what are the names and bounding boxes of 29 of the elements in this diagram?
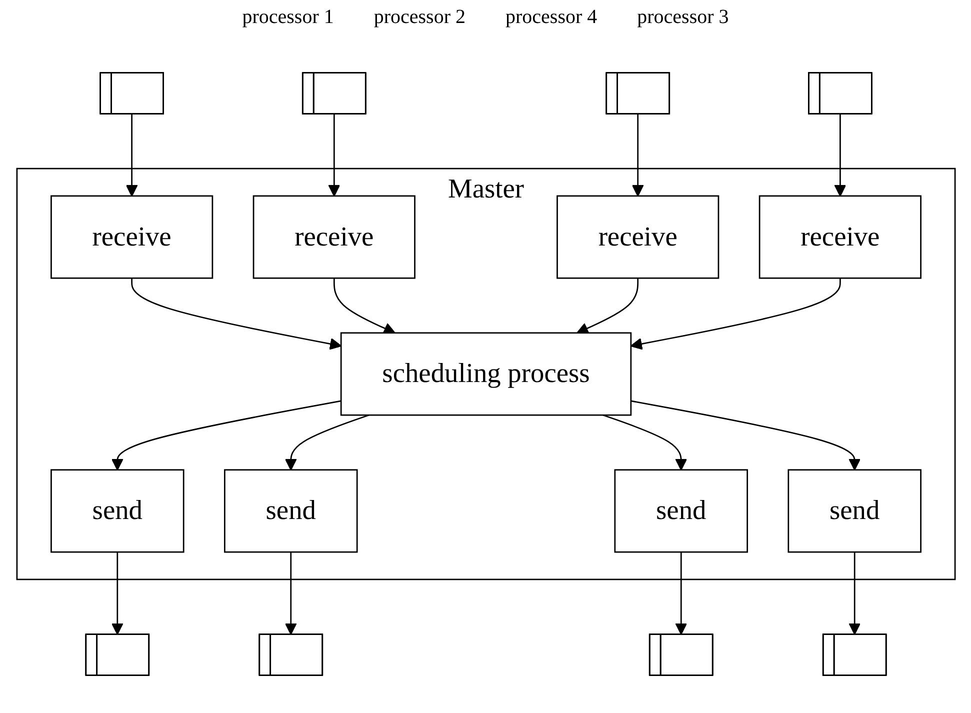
arrow bbox=[130, 278, 342, 350]
processor-label: processor 4 bbox=[506, 6, 598, 29]
processor-label: processor 1 bbox=[242, 6, 334, 29]
node-box: receive bbox=[758, 195, 921, 279]
arrow bbox=[834, 114, 846, 196]
node-box: receive bbox=[252, 195, 415, 279]
arrow bbox=[630, 278, 840, 350]
arrow bbox=[602, 414, 687, 470]
arrow bbox=[284, 552, 296, 635]
arrow bbox=[110, 400, 341, 470]
node-box: scheduling process bbox=[340, 332, 632, 416]
node-box: send bbox=[50, 469, 184, 553]
node-box: send bbox=[614, 469, 748, 553]
node-box: send bbox=[787, 469, 921, 553]
arrow bbox=[125, 114, 138, 196]
node-box: receive bbox=[556, 195, 719, 279]
arrow bbox=[631, 114, 644, 196]
node-box: send bbox=[224, 469, 358, 553]
arrow bbox=[332, 278, 395, 334]
arrow bbox=[576, 278, 638, 334]
processor-label: processor 2 bbox=[374, 6, 466, 29]
arrow bbox=[284, 414, 369, 470]
arrow bbox=[848, 552, 860, 635]
node-box: receive bbox=[50, 195, 213, 279]
arrow bbox=[674, 552, 687, 635]
arrow bbox=[328, 114, 340, 196]
arrow bbox=[110, 552, 123, 635]
processor-label: processor 3 bbox=[637, 6, 729, 29]
arrow bbox=[630, 400, 860, 470]
